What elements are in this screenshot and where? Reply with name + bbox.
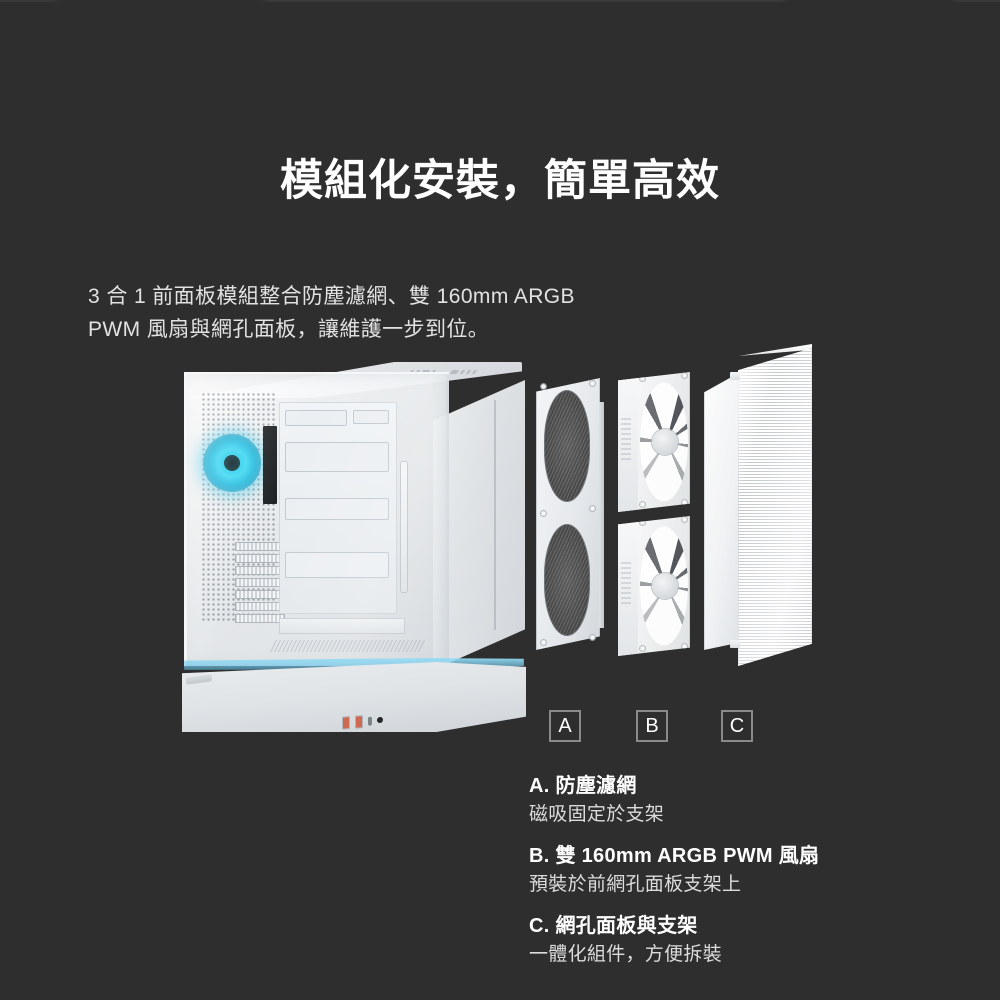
legend-list: A. 防塵濾網 磁吸固定於支架 B. 雙 160mm ARGB PWM 風扇 預… [529,772,959,982]
legend-item-b-subtitle: 預裝於前網孔面板支架上 [529,874,742,895]
marker-b: B [636,710,668,742]
dust-filter-mesh-lower [544,524,590,636]
pcie-slot-covers [235,542,285,624]
fan-screw [640,520,645,525]
tray-cutout [353,410,389,424]
pc-case-image [178,362,530,732]
marker-c-label: C [729,714,745,737]
product-illustration [0,340,1000,732]
marker-b-label: B [645,714,659,737]
front-bracket-rail [401,462,407,592]
fan-hub [652,429,678,455]
legend-item-a: A. 防塵濾網 磁吸固定於支架 [529,772,959,830]
case-interior-view [184,372,449,666]
dust-filter-edge [599,402,604,628]
mesh-panel-face [738,348,812,666]
filter-screw [590,506,595,511]
legend-item-b: B. 雙 160mm ARGB PWM 風扇 預裝於前網孔面板支架上 [529,842,959,900]
marker-a: A [549,710,581,742]
fan-frame-side [618,372,638,512]
fan-screw [640,376,645,381]
filter-screw [541,640,546,645]
tray-cutout [285,410,347,426]
rear-io-cutout [263,426,277,504]
marker-c: C [721,710,753,742]
fan-screw [682,500,687,505]
mesh-panel-tab [730,640,740,648]
fan-brand-mark [621,562,631,606]
fan-screw [682,373,687,378]
legend-item-c-title: C. 網孔面板與支架 [529,915,698,937]
case-panel-seam [494,399,496,631]
filter-screw [590,381,595,386]
bottom-vent-grill [270,640,426,652]
description-block: 3 合 1 前面板模組整合防塵濾網、雙 160mm ARGB PWM 風扇與網孔… [88,280,688,346]
filter-screw [541,384,546,389]
fan-screw [682,517,687,522]
filter-screw [541,511,546,516]
dust-filter-mesh-upper [544,390,590,502]
filter-screw [590,635,595,640]
fan-upper [618,372,690,512]
legend-item-a-title: A. 防塵濾網 [529,775,637,797]
tray-cutout [285,552,389,578]
case-base-plinth [182,662,526,732]
description-line-1: 3 合 1 前面板模組整合防塵濾網、雙 160mm ARGB [88,285,575,308]
legend-item-a-subtitle: 磁吸固定於支架 [529,804,665,825]
part-markers: A B C [0,710,1000,746]
description-line-2: PWM 風扇與網孔面板，讓維護一步到位。 [88,318,490,341]
tray-cutout [285,498,389,520]
legend-item-c: C. 網孔面板與支架 一體化組件，方便拆裝 [529,912,959,970]
fan-screw [640,502,645,507]
part-b-fan-module [618,372,690,656]
top-edge-divider [0,0,1000,2]
marker-a-label: A [558,714,572,737]
fan-hub [652,573,678,599]
fan-screw [682,644,687,649]
part-c-mesh-panel [704,344,812,668]
page-title: 模組化安裝，簡單高效 [280,156,720,205]
mesh-panel-bracket [704,370,744,650]
legend-item-b-title: B. 雙 160mm ARGB PWM 風扇 [529,845,820,867]
fan-screw [640,646,645,651]
tray-cutout [285,442,389,472]
part-a-dust-filter [536,378,604,650]
fan-frame-side [618,516,638,656]
mesh-panel-tab [730,372,740,380]
psu-shroud [279,618,405,634]
rear-argb-fan [203,434,261,492]
motherboard-tray [279,402,397,614]
fan-brand-mark [621,418,631,462]
fan-lower [618,516,690,656]
legend-item-c-subtitle: 一體化組件，方便拆裝 [529,944,723,965]
